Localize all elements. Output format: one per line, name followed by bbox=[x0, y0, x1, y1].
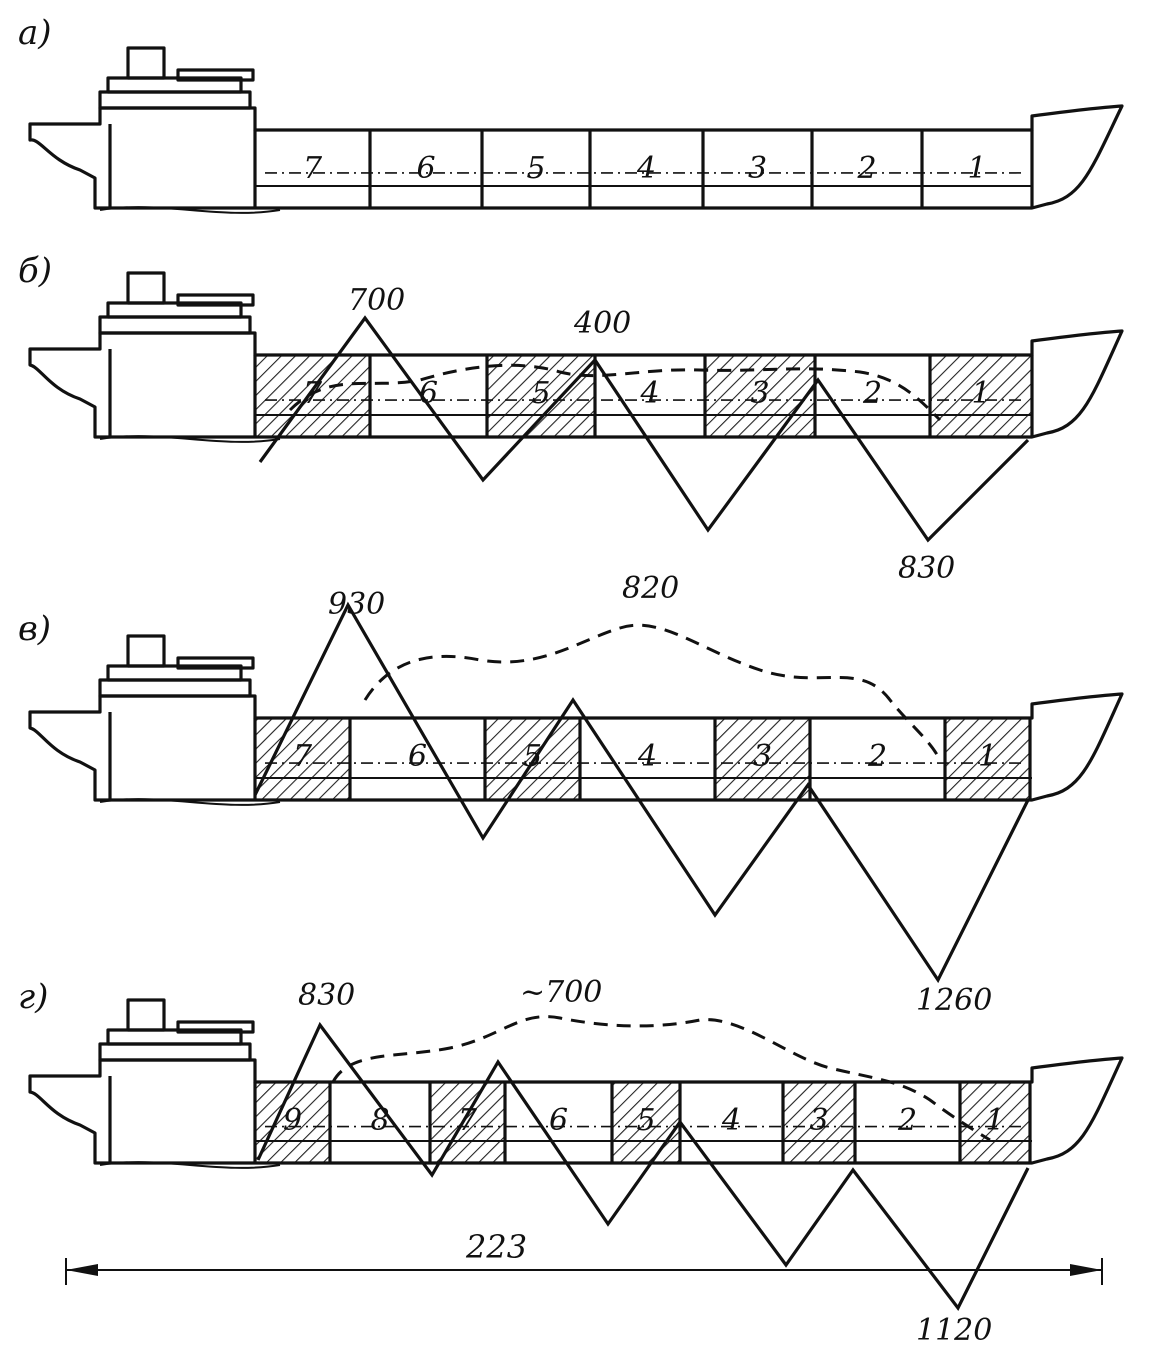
hold-number: 2 bbox=[897, 1103, 917, 1138]
superstructure-deck-1 bbox=[98, 90, 252, 110]
hold-number: 1 bbox=[971, 376, 990, 411]
loaded-hold-hatch bbox=[612, 1082, 680, 1163]
hold-number: 1 bbox=[978, 739, 997, 774]
loaded-hold-hatch bbox=[930, 355, 1032, 437]
loaded-hold-hatch bbox=[715, 718, 810, 800]
superstructure-deck-3 bbox=[176, 1020, 255, 1034]
superstructure-deck-3 bbox=[176, 656, 255, 670]
hold-number: 9 bbox=[283, 1103, 302, 1138]
loaded-hold-hatch bbox=[255, 355, 370, 437]
length-dimension: 223 bbox=[65, 1228, 1103, 1285]
panel-letter: г) bbox=[18, 977, 48, 1017]
funnel-icon bbox=[126, 634, 166, 668]
ship-hull-outline bbox=[28, 104, 1124, 210]
moment-value-label: 700 bbox=[348, 283, 405, 318]
loaded-hold-hatch bbox=[430, 1082, 505, 1163]
dimension-arrow-left-icon bbox=[66, 1264, 98, 1276]
bending-moment-curve bbox=[253, 601, 1030, 984]
superstructure-deck-2 bbox=[106, 664, 243, 682]
moment-value-label: 1120 bbox=[916, 1313, 992, 1348]
dimension-length-label: 223 bbox=[465, 1228, 527, 1266]
hold-number: 2 bbox=[862, 376, 882, 411]
still-water-moment-curve bbox=[288, 363, 942, 422]
superstructure-deck-1 bbox=[98, 315, 252, 335]
hold-number: 3 bbox=[750, 376, 769, 411]
ship-hull-outline bbox=[28, 1056, 1124, 1165]
hold-number: 7 bbox=[303, 151, 323, 186]
moment-value-label: 830 bbox=[298, 978, 355, 1013]
superstructure-deck-3 bbox=[176, 293, 255, 307]
loaded-hold-hatch bbox=[485, 718, 580, 800]
moment-value-label: 930 bbox=[328, 587, 385, 622]
funnel-icon bbox=[126, 271, 166, 305]
moment-value-label: 830 bbox=[898, 551, 955, 586]
hold-number: 3 bbox=[753, 739, 772, 774]
panel-letter: б) bbox=[18, 251, 52, 291]
ship-hull-outline bbox=[28, 692, 1124, 802]
keel-wave bbox=[99, 206, 281, 214]
loaded-hold-hatch bbox=[783, 1082, 855, 1163]
hold-number: 6 bbox=[408, 739, 427, 774]
superstructure-deck-2 bbox=[106, 1028, 243, 1046]
hold-number: 5 bbox=[523, 739, 542, 774]
hold-number: 4 bbox=[637, 739, 657, 774]
loaded-hold-hatch bbox=[255, 718, 350, 800]
moment-value-label: 1260 bbox=[916, 983, 992, 1018]
ship-hull-outline bbox=[28, 329, 1124, 439]
superstructure-deck-2 bbox=[106, 301, 243, 319]
panel-4: г) 9 8 7 6 5 4 3 2 1 830 ~700 1120 bbox=[18, 975, 1124, 1348]
hold-number: 4 bbox=[721, 1103, 741, 1138]
hold-number: 1 bbox=[985, 1103, 1004, 1138]
bending-moment-curve bbox=[258, 315, 1030, 543]
moment-value-label: ~700 bbox=[520, 975, 602, 1010]
hold-number: 1 bbox=[967, 151, 986, 186]
superstructure-deck-1 bbox=[98, 678, 252, 698]
panel-1: а) 7 6 5 4 3 2 1 bbox=[18, 13, 1124, 214]
hold-number: 7 bbox=[293, 739, 313, 774]
panel-letter: а) bbox=[18, 13, 52, 53]
hold-number: 6 bbox=[419, 376, 438, 411]
hold-number: 6 bbox=[549, 1103, 568, 1138]
loaded-hold-hatch bbox=[945, 718, 1030, 800]
moment-value-label: 820 bbox=[622, 571, 679, 606]
keel-wave bbox=[99, 798, 281, 806]
panel-3: в) 7 6 5 4 3 2 1 930 820 1260 bbox=[18, 571, 1124, 1018]
hold-number: 5 bbox=[636, 1103, 655, 1138]
hold-number: 5 bbox=[531, 376, 550, 411]
keel-wave bbox=[99, 1161, 281, 1169]
hold-number: 2 bbox=[867, 739, 887, 774]
hold-number: 4 bbox=[636, 151, 656, 186]
superstructure-deck-3 bbox=[176, 68, 255, 82]
superstructure-deck-1 bbox=[98, 1042, 252, 1062]
hold-number: 4 bbox=[639, 376, 659, 411]
hold-number: 2 bbox=[856, 151, 876, 186]
hold-number: 7 bbox=[458, 1103, 478, 1138]
hold-number: 3 bbox=[809, 1103, 828, 1138]
still-water-moment-curve bbox=[363, 623, 942, 761]
still-water-moment-curve bbox=[331, 1015, 991, 1142]
hold-number: 8 bbox=[370, 1103, 389, 1138]
loaded-hold-hatch bbox=[960, 1082, 1030, 1163]
funnel-icon bbox=[126, 998, 166, 1032]
funnel-icon bbox=[126, 46, 166, 80]
hold-number: 5 bbox=[526, 151, 545, 186]
bending-moment-curve bbox=[256, 1021, 1030, 1312]
panel-letter: в) bbox=[18, 609, 51, 649]
loaded-hold-hatch bbox=[255, 1082, 330, 1163]
keel-wave bbox=[99, 435, 281, 443]
superstructure-deck-2 bbox=[106, 76, 243, 94]
hold-number: 6 bbox=[416, 151, 435, 186]
hold-number: 3 bbox=[748, 151, 767, 186]
moment-value-label: 400 bbox=[573, 306, 631, 341]
dimension-arrow-right-icon bbox=[1070, 1264, 1102, 1276]
